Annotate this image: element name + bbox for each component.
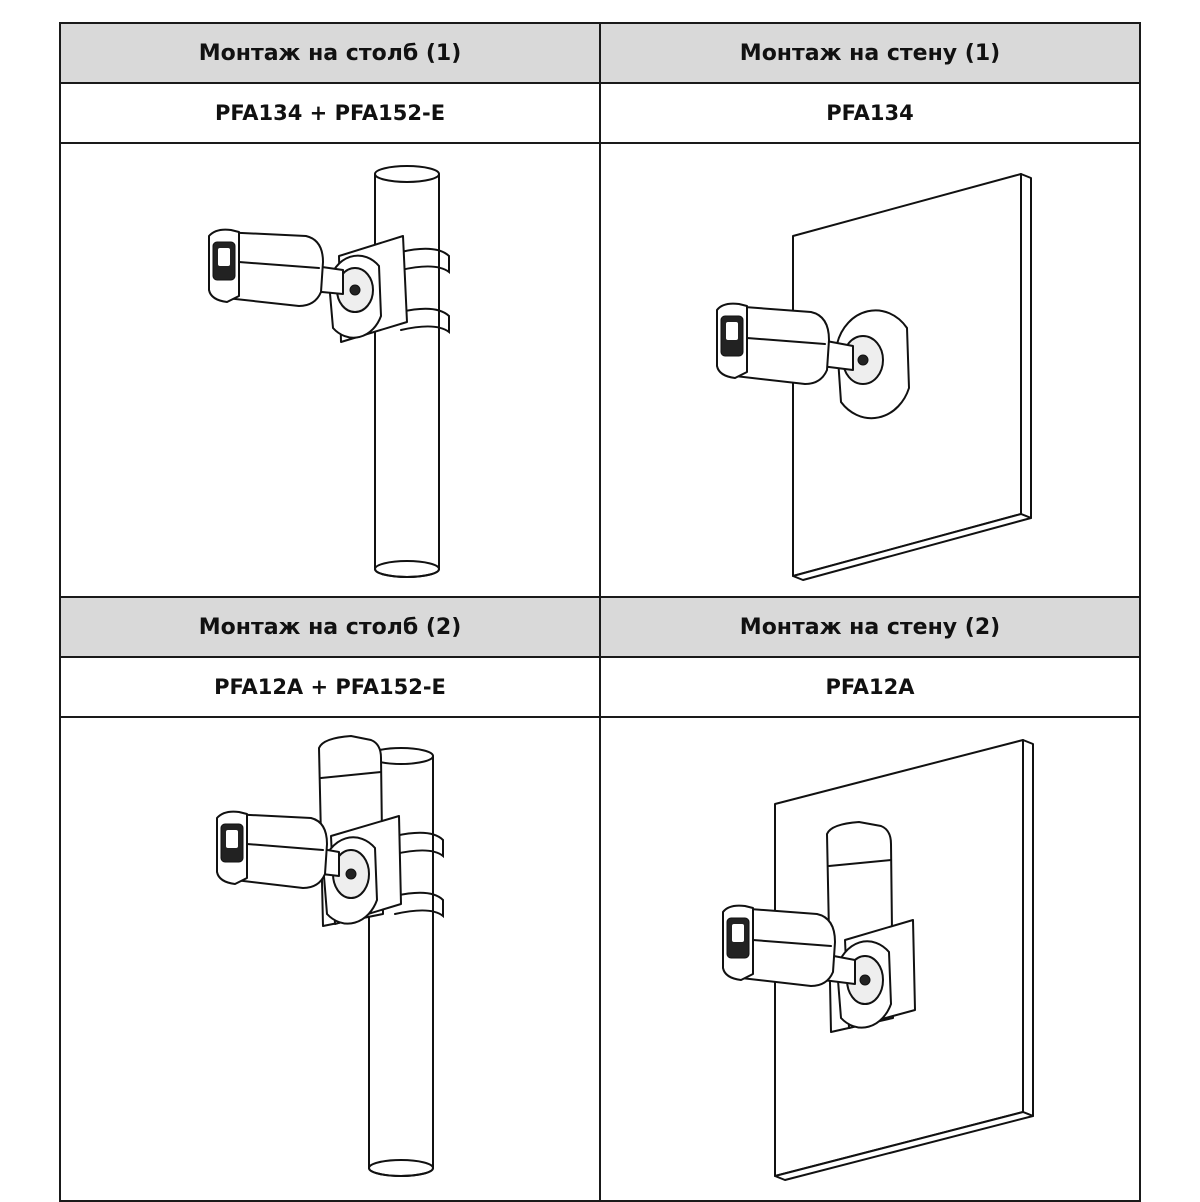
bracket-icon [836, 309, 910, 420]
model-pole-mount-2: PFA12A + PFA152-E [59, 656, 601, 718]
header-pole-mount-2: Монтаж на столб (2) [59, 596, 601, 658]
illustration-wall-mount-2 [599, 716, 1141, 1202]
illustration-pole-mount-2 [59, 716, 601, 1202]
illustration-pole-mount-1 [59, 142, 601, 598]
pole-strap-icon [400, 247, 450, 335]
model-wall-mount-1: PFA134 [599, 82, 1141, 144]
wall-panel-icon [792, 173, 1032, 581]
header-wall-mount-1: Монтаж на стену (1) [599, 22, 1141, 84]
header-pole-mount-1: Монтаж на столб (1) [59, 22, 601, 84]
bullet-camera-icon [208, 228, 324, 307]
pole-strap-icon [394, 831, 444, 919]
header-wall-mount-2: Монтаж на стену (2) [599, 596, 1141, 658]
bullet-camera-icon [716, 302, 830, 385]
bullet-camera-icon [216, 810, 328, 889]
illustration-wall-mount-1 [599, 142, 1141, 598]
pole-icon [374, 165, 440, 578]
wall-mount-2-drawing [722, 739, 1034, 1181]
model-pole-mount-1: PFA134 + PFA152-E [59, 82, 601, 144]
mounting-table: Монтаж на столб (1) Монтаж на стену (1) … [59, 22, 1141, 1202]
wall-mount-1-drawing [716, 173, 1032, 581]
pole-mount-1-drawing [208, 165, 450, 578]
pole-mount-2-drawing [216, 735, 444, 1177]
bullet-camera-icon [722, 904, 836, 987]
model-wall-mount-2: PFA12A [599, 656, 1141, 718]
